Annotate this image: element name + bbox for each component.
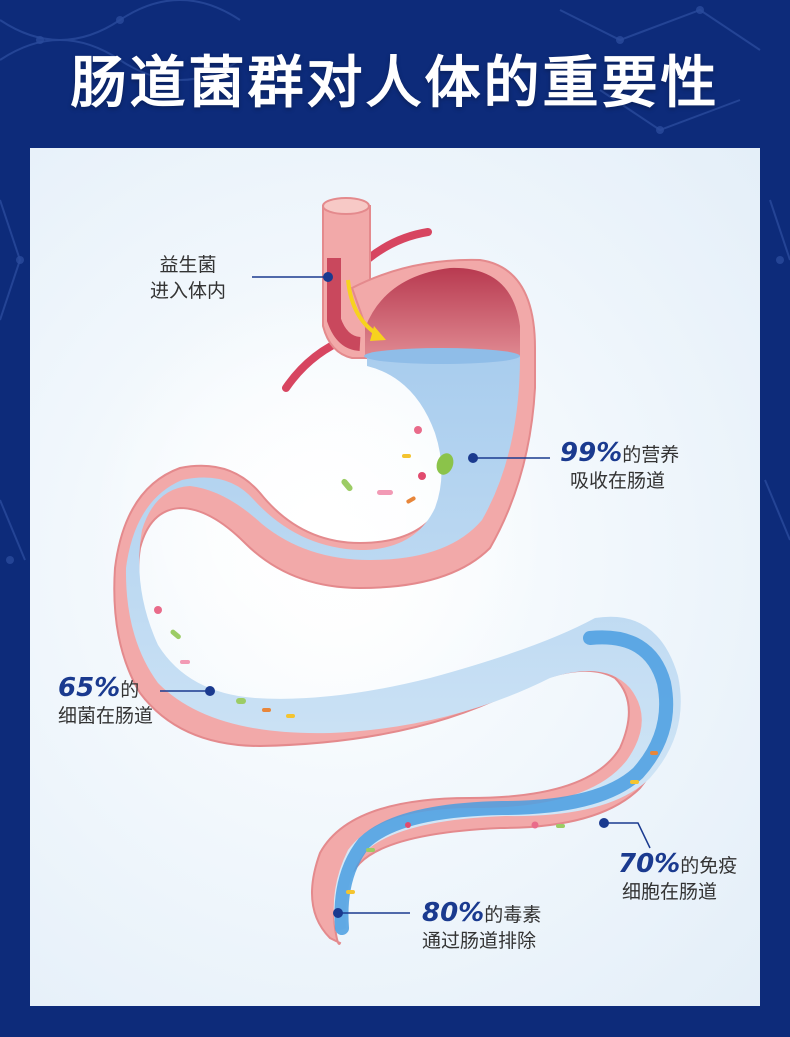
toxin-label: 80%的毒素 通过肠道排除: [422, 900, 541, 954]
immune-text2: 细胞在肠道: [622, 881, 718, 903]
diagram-panel: 益生菌 进入体内 99%的营养 吸收在肠道 65%的 细菌在肠道 70%的免疫 …: [30, 148, 760, 1006]
probiotic-label: 益生菌 进入体内: [150, 252, 226, 304]
bacteria-icon: [154, 426, 658, 894]
nutrient-percent: 99%: [560, 438, 623, 468]
stomach-upper-wall: [365, 267, 520, 358]
immune-percent: 70%: [618, 849, 681, 879]
toxin-text1: 的毒素: [484, 904, 542, 926]
bacteria-text2: 细菌在肠道: [58, 705, 154, 727]
nutrient-text2: 吸收在肠道: [570, 470, 666, 492]
immune-text1: 的免疫: [680, 855, 738, 877]
intestine-lumen: [334, 630, 674, 935]
bacteria-text1: 的: [120, 679, 140, 701]
bacteria-label: 65%的 细菌在肠道: [58, 675, 153, 729]
nutrient-text1: 的营养: [622, 444, 680, 466]
toxin-text2: 通过肠道排除: [422, 930, 537, 952]
probiotic-line2: 进入体内: [150, 280, 227, 302]
bacteria-percent: 65%: [58, 673, 121, 703]
probiotic-line1: 益生菌: [159, 254, 217, 276]
nutrient-label: 99%的营养 吸收在肠道: [560, 440, 679, 494]
digestive-tract-diagram: [90, 197, 681, 945]
immune-label: 70%的免疫 细胞在肠道: [618, 851, 737, 905]
toxin-percent: 80%: [422, 898, 485, 928]
page-title: 肠道菌群对人体的重要性: [70, 51, 720, 116]
